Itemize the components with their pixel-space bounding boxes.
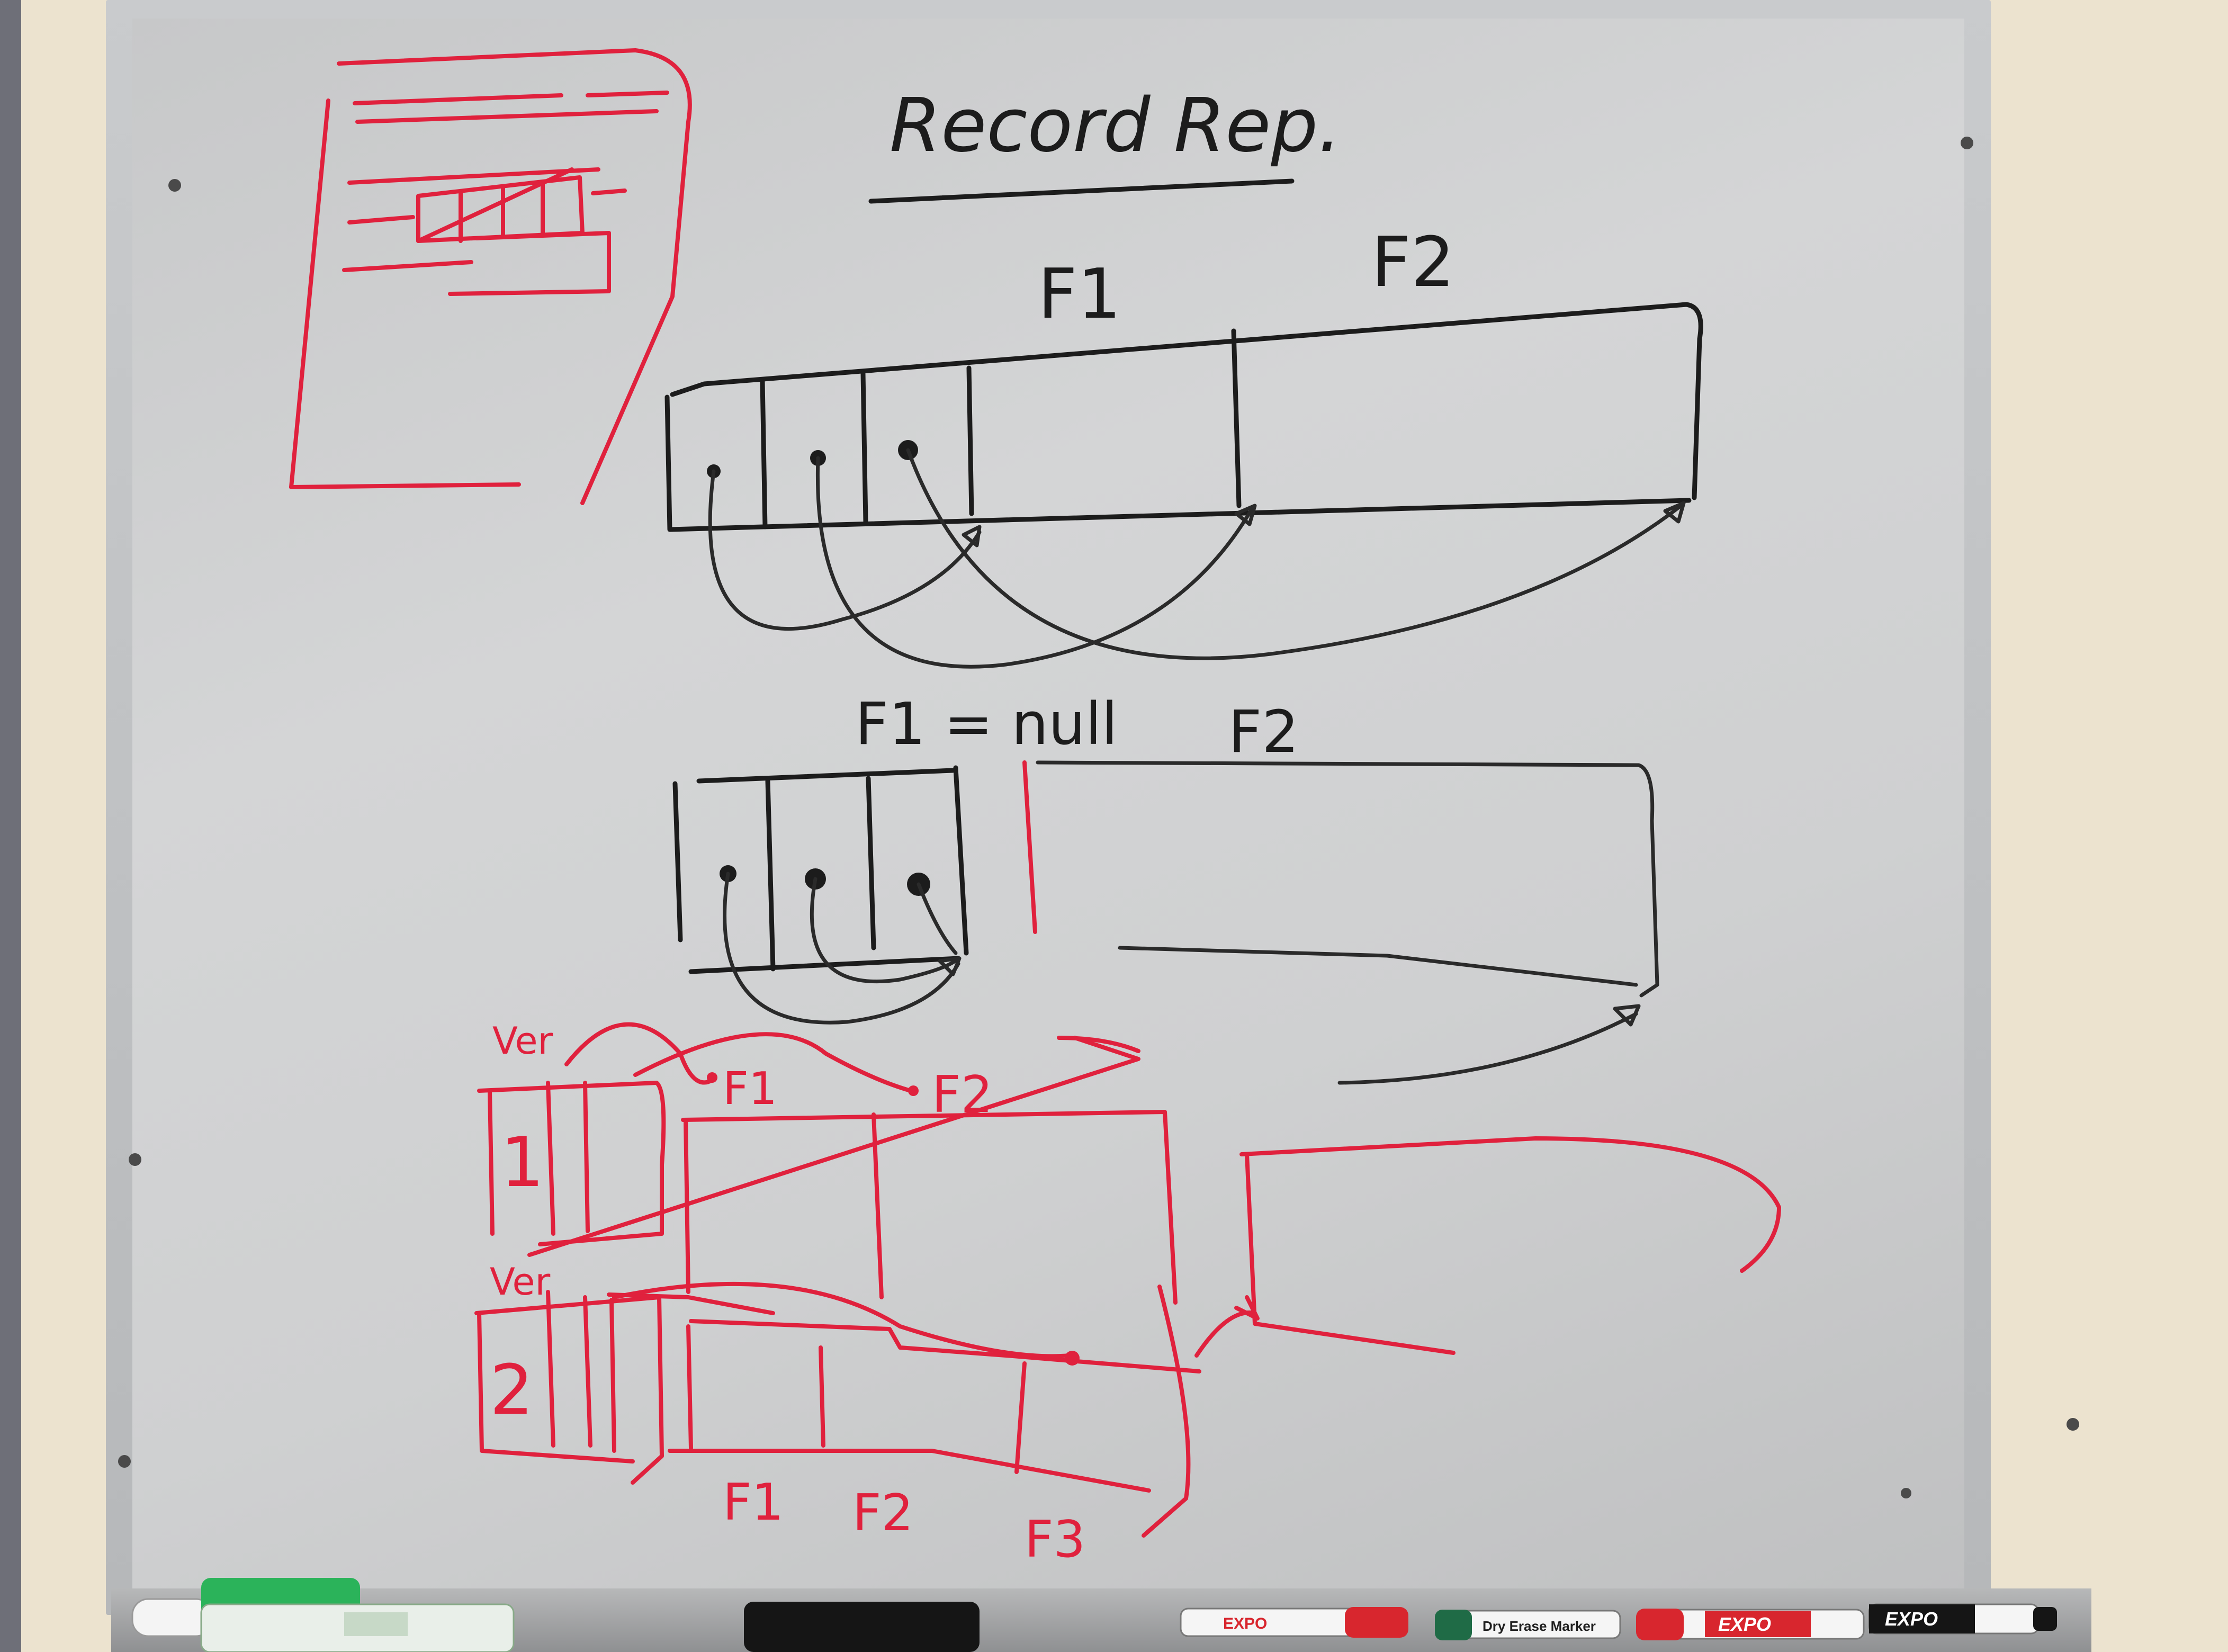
wall-left-edge	[0, 0, 21, 1652]
marker-4: EXPO	[1868, 1603, 2057, 1635]
red2-ver-label: Ver	[490, 1260, 551, 1304]
marker-3: EXPO	[1636, 1609, 1865, 1640]
red2-label-f1: F1	[723, 1474, 784, 1532]
marker-2-brand: Dry Erase Marker	[1483, 1618, 1596, 1634]
red2-version-number: 2	[490, 1350, 534, 1430]
marker-4-brand: EXPO	[1885, 1608, 1938, 1630]
marker-1: EXPO	[1180, 1607, 1408, 1638]
red1-ver-label: Ver	[492, 1019, 553, 1063]
red-versioned-record-2: Ver 2 F1 F2 F3	[474, 1260, 1257, 1569]
d2-label-f1-null: F1 = null	[855, 690, 1118, 758]
marker-3-brand: EXPO	[1718, 1613, 1771, 1635]
d1-label-f2: F2	[1371, 222, 1455, 302]
red1-version-number: 1	[500, 1122, 544, 1202]
whiteboard-surface	[132, 19, 1964, 1602]
red-floating-box	[1234, 1136, 1781, 1355]
title-group: Record Rep.	[868, 83, 1342, 204]
marker-1-brand: EXPO	[1223, 1615, 1267, 1632]
marker-2: Dry Erase Marker	[1435, 1610, 1621, 1640]
whiteboard-eraser	[744, 1602, 980, 1652]
red-versioned-record-1: Ver 1 F1 F2	[477, 1019, 1178, 1305]
record-diagram-1: F1 F2	[664, 222, 1703, 669]
tray-items: EXPO Dry Erase Marker EXPO EXPO	[131, 1578, 2057, 1652]
d1-label-f1: F1	[1038, 254, 1121, 334]
red2-label-f2: F2	[852, 1484, 913, 1542]
red1-label-f1: F1	[723, 1063, 777, 1115]
mounting-screws	[118, 137, 2079, 1498]
red2-label-f3: F3	[1025, 1511, 1085, 1569]
d2-label-f2: F2	[1228, 698, 1299, 766]
board-title: Record Rep.	[890, 83, 1342, 169]
red-page-sketch	[289, 48, 692, 505]
record-diagram-2: F1 = null F2	[672, 690, 1659, 1085]
